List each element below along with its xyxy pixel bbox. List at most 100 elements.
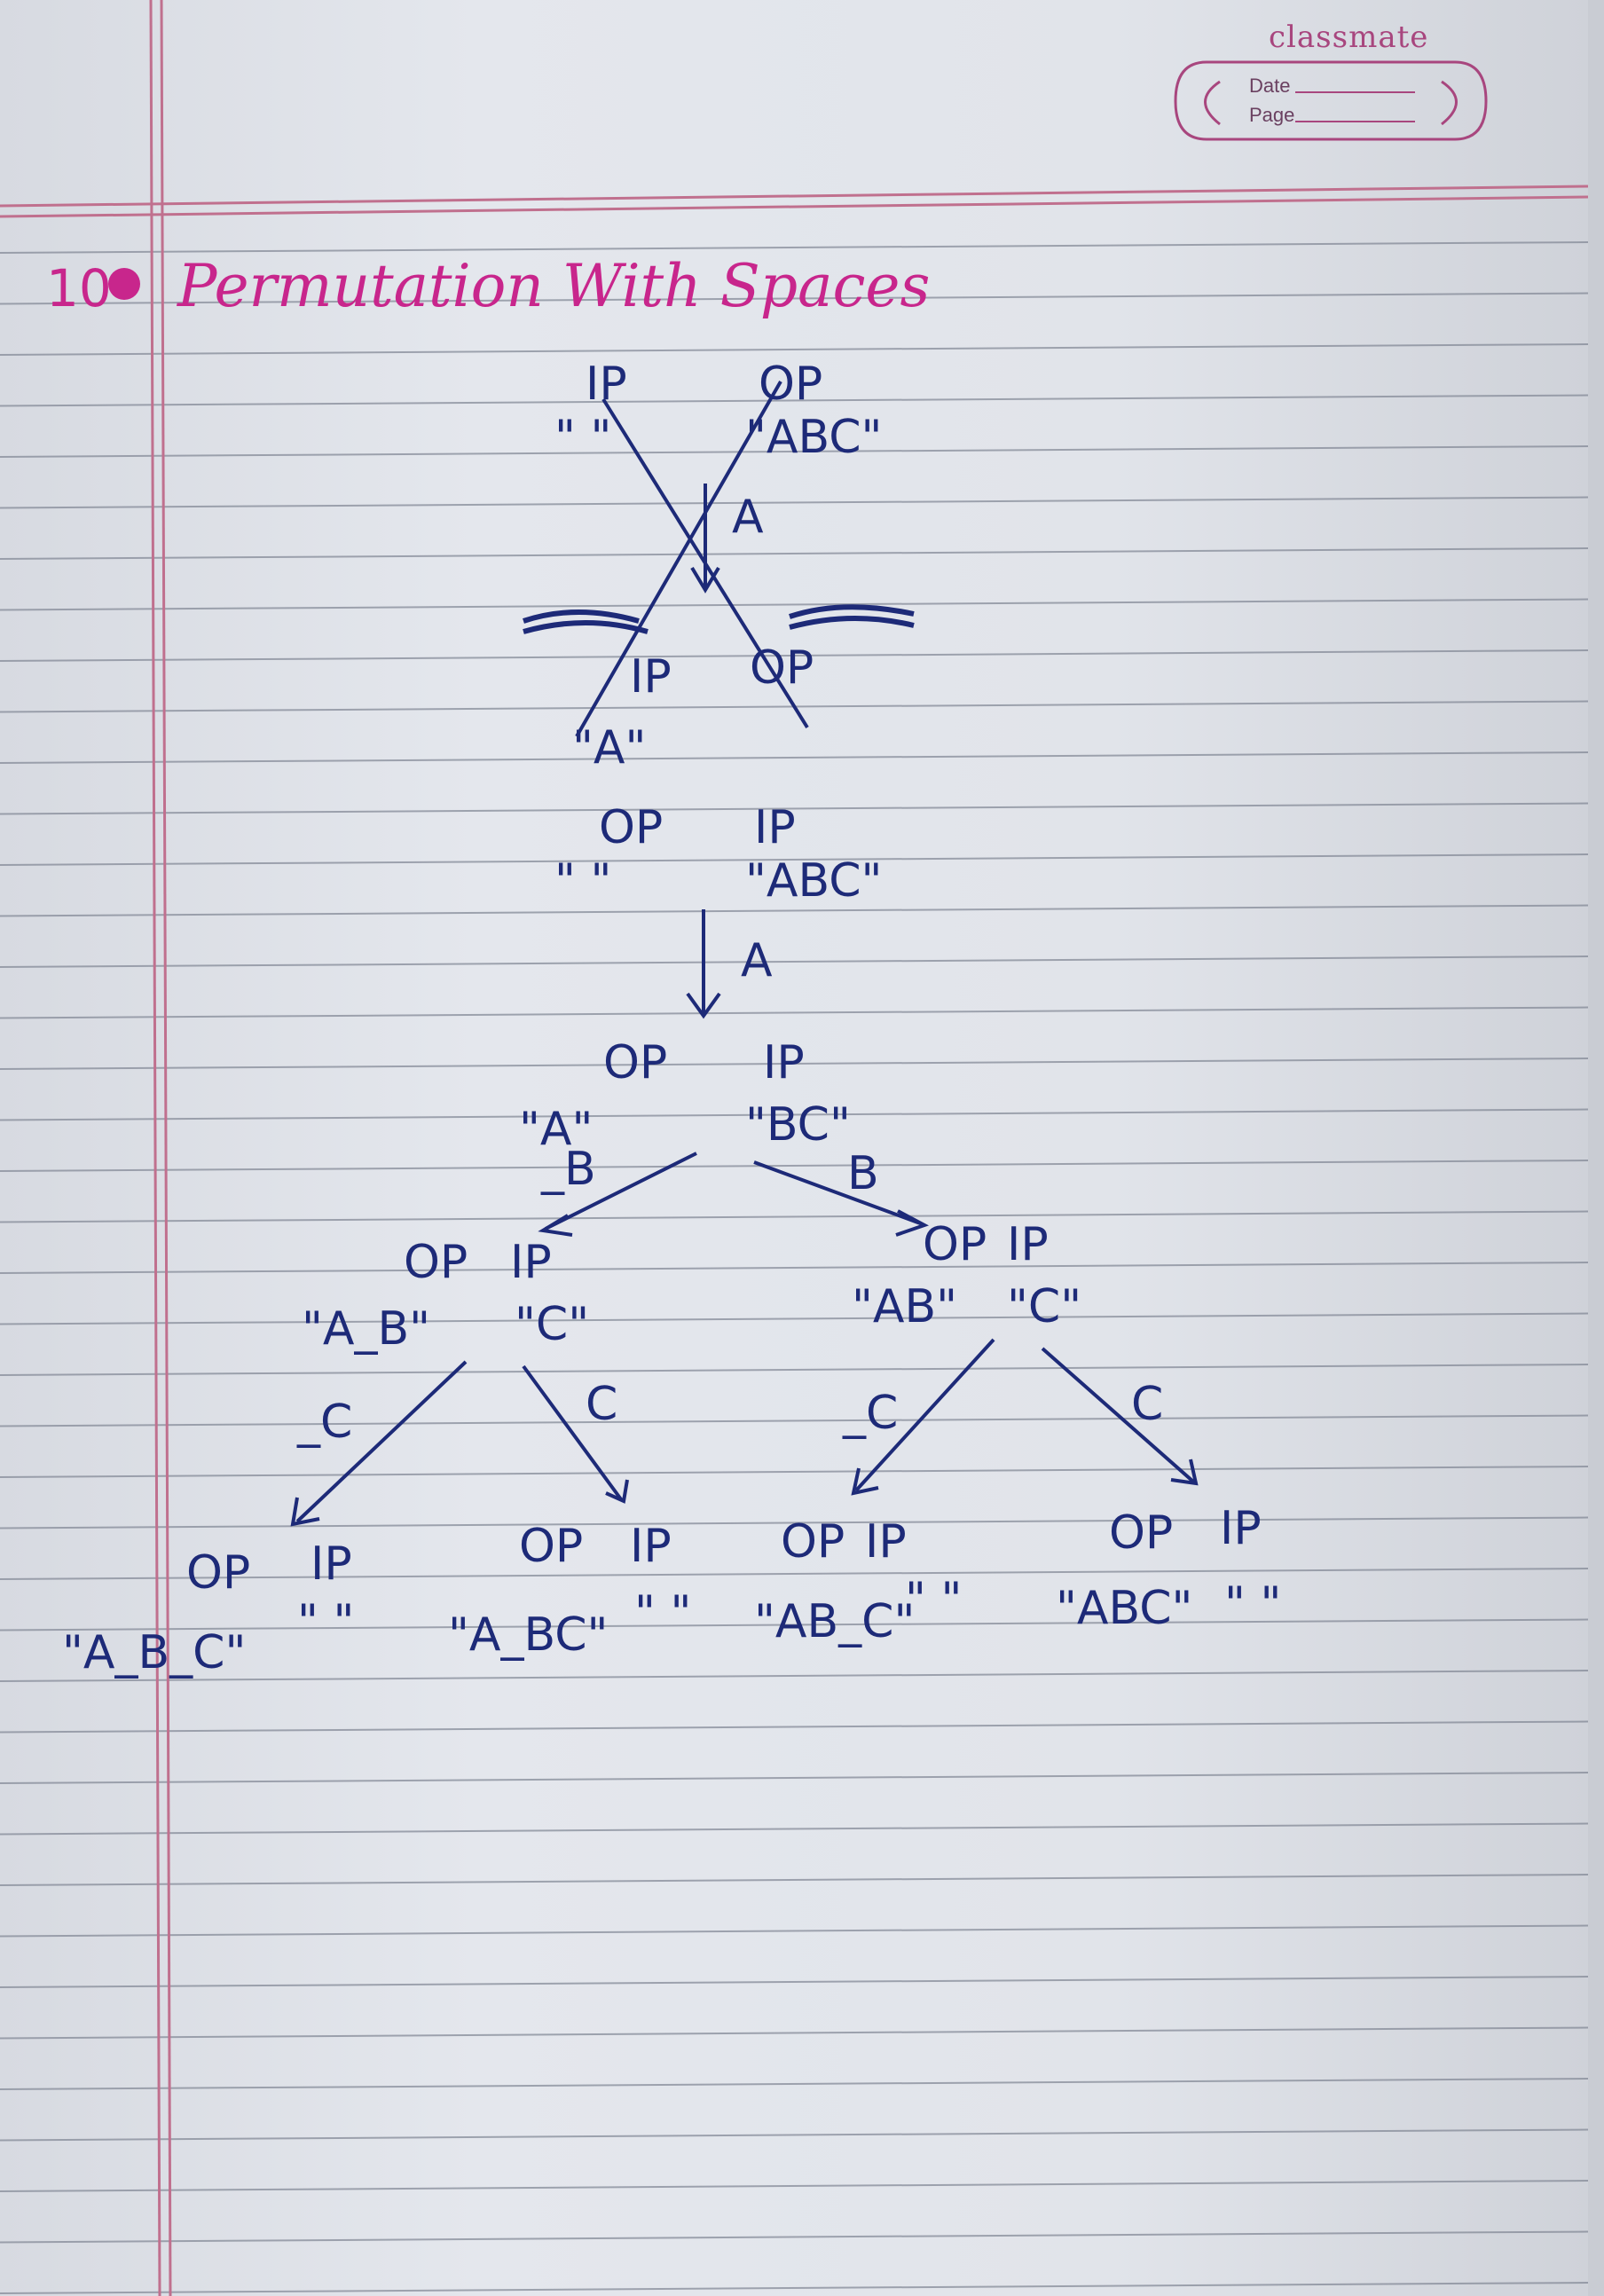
ruled-line — [0, 1160, 1588, 1172]
level1-right-ip-value: "C" — [1007, 1280, 1081, 1333]
level1-right-op-value: "AB" — [852, 1280, 957, 1333]
ruled-line — [0, 2282, 1588, 2294]
ruled-line — [0, 343, 1588, 356]
ruled-line — [0, 445, 1588, 458]
ruled-line — [0, 1874, 1588, 1886]
ruled-line — [0, 394, 1588, 407]
ruled-line — [0, 1516, 1588, 1529]
level1-right-op-label: OP — [923, 1218, 987, 1271]
leaf3-ip-label: IP — [865, 1515, 907, 1569]
ruled-line — [0, 2180, 1588, 2192]
leaf3-op-label: OP — [781, 1515, 845, 1569]
leaf4-ip-value: " " — [1224, 1577, 1281, 1631]
brand-logo: classmate — [1269, 20, 1429, 55]
level1-right-edge: B — [847, 1147, 879, 1200]
ruled-line — [0, 853, 1588, 866]
leaf1-ip-value: " " — [297, 1595, 354, 1648]
step1-edge: A — [732, 491, 764, 544]
ruled-line — [0, 1414, 1588, 1427]
ruled-line — [0, 1364, 1588, 1376]
ruled-line — [0, 802, 1588, 815]
leaf4-op-label: OP — [1109, 1506, 1173, 1560]
ruled-line — [0, 1262, 1588, 1274]
level2-1-edge: _C — [296, 1396, 352, 1449]
level2-2-edge: C — [586, 1378, 617, 1431]
step1-result-ip: IP — [630, 650, 672, 704]
ruled-line — [0, 1976, 1588, 1988]
ruled-line — [0, 1210, 1588, 1223]
ruled-line — [0, 1924, 1588, 1938]
ruled-line — [0, 2230, 1588, 2244]
step2-ip-value: "ABC" — [745, 854, 882, 908]
ruled-line — [0, 751, 1588, 764]
level1-left-op-label: OP — [404, 1236, 468, 1289]
ruled-line — [0, 547, 1588, 560]
level2-3-edge: _C — [842, 1387, 898, 1440]
root-ip-label: IP — [763, 1036, 805, 1089]
ruled-line — [0, 955, 1588, 968]
step1-ip-value: " " — [554, 411, 611, 464]
leaf2-op-value: "A_BC" — [448, 1608, 608, 1662]
date-label: Date — [1249, 75, 1291, 97]
step2-ip-label: IP — [754, 801, 796, 854]
step1-result-op: OP — [750, 641, 814, 695]
ruled-line — [0, 1312, 1588, 1325]
level1-left-ip-label: IP — [510, 1236, 552, 1289]
ruled-line — [0, 496, 1588, 509]
level1-right-ip-label: IP — [1007, 1218, 1049, 1271]
leaf2-ip-label: IP — [630, 1520, 672, 1573]
ruled-line — [0, 1720, 1588, 1734]
ruled-line — [0, 2078, 1588, 2090]
left-margin-line — [149, 0, 161, 2296]
ruled-line — [0, 1006, 1588, 1019]
ruled-line — [0, 1108, 1588, 1121]
ruled-line — [0, 2026, 1588, 2040]
level2-4-edge: C — [1131, 1378, 1163, 1431]
step1-op-label: OP — [759, 358, 822, 411]
level1-left-ip-value: "C" — [515, 1298, 589, 1351]
step1-ip-label: IP — [586, 358, 627, 411]
root-op-label: OP — [603, 1036, 667, 1089]
top-margin-line — [0, 195, 1588, 218]
step2-edge: A — [741, 934, 773, 987]
page-label: Page — [1249, 104, 1295, 126]
left-margin-line — [160, 0, 172, 2296]
leaf1-op-label: OP — [186, 1546, 250, 1600]
date-page-box — [1174, 60, 1488, 141]
heading-title: Permutation With Spaces — [177, 252, 930, 320]
step2-op-value: " " — [554, 854, 611, 908]
leaf2-op-label: OP — [519, 1520, 583, 1573]
ruled-line — [0, 598, 1588, 611]
ruled-line — [0, 1568, 1588, 1580]
leaf3-op-value: "AB_C" — [754, 1595, 915, 1648]
leaf1-ip-label: IP — [311, 1537, 352, 1591]
ruled-line — [0, 1466, 1588, 1478]
level1-left-op-value: "A_B" — [302, 1302, 430, 1356]
ruled-line — [0, 1058, 1588, 1070]
leaf4-ip-label: IP — [1220, 1502, 1262, 1555]
heading-number: 10 — [46, 258, 112, 318]
root-ip-value: "BC" — [745, 1098, 851, 1152]
ruled-line — [0, 904, 1588, 917]
root-op-value: "A" — [519, 1103, 593, 1156]
ruled-line — [0, 2128, 1588, 2142]
leaf1-op-value: "A_B_C" — [62, 1626, 246, 1679]
ruled-line — [0, 292, 1588, 305]
step1-result-value: "A" — [572, 721, 646, 775]
ruled-line — [0, 241, 1588, 254]
bullet-scribble — [108, 268, 140, 300]
ruled-line — [0, 1618, 1588, 1632]
ruled-line — [0, 649, 1588, 662]
step2-op-label: OP — [599, 801, 663, 854]
step1-op-value: "ABC" — [745, 411, 882, 464]
leaf3-ip-value: " " — [905, 1573, 962, 1626]
ruled-line — [0, 1670, 1588, 1682]
level1-left-edge: _B — [540, 1143, 596, 1196]
top-margin-line — [0, 185, 1588, 208]
ruled-line — [0, 1772, 1588, 1784]
leaf2-ip-value: " " — [634, 1586, 691, 1639]
leaf4-op-value: "ABC" — [1056, 1582, 1192, 1635]
ruled-line — [0, 1822, 1588, 1836]
